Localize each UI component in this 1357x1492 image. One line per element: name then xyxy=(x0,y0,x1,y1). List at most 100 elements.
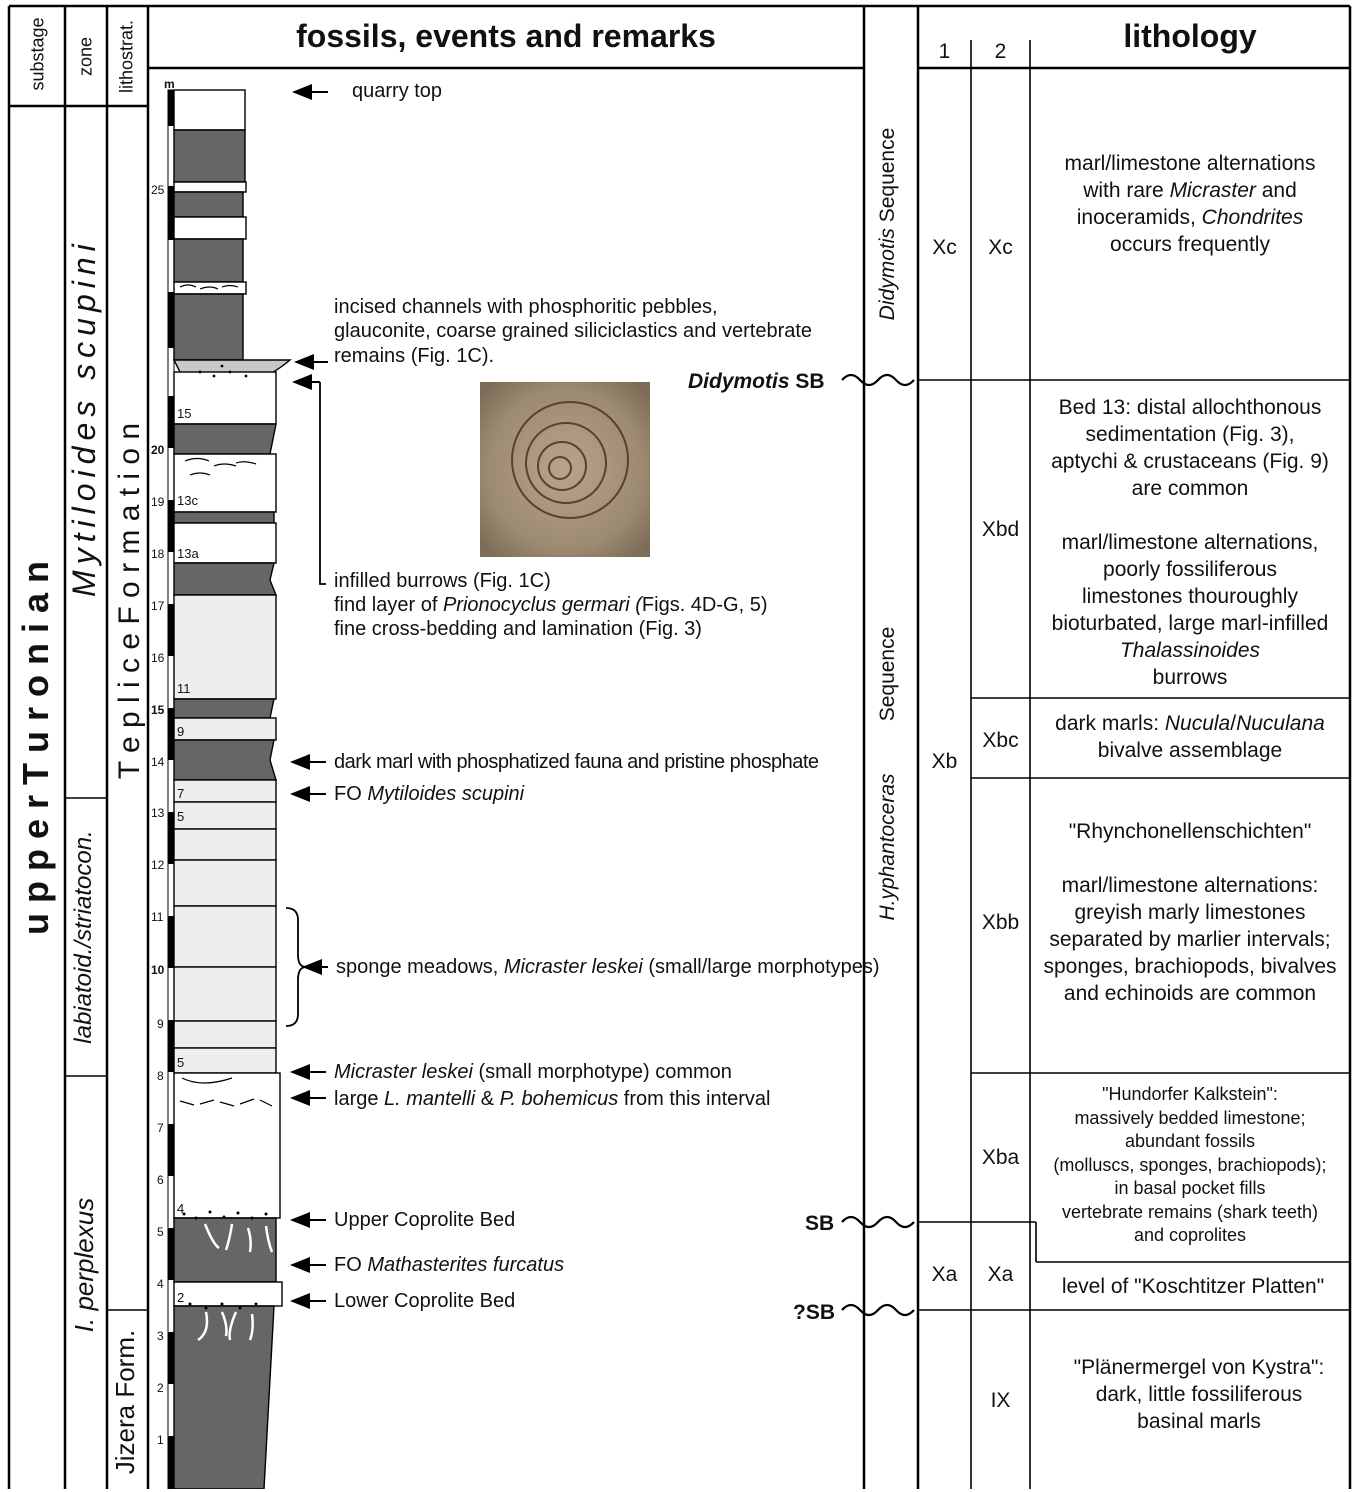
lithology-line: "Plänermergel von Kystra": xyxy=(1073,1356,1325,1379)
lithology-xbb: "Rhynchonellenschichten" marl/limestone … xyxy=(1034,818,1346,1007)
unit-col2-xc: Xc xyxy=(988,236,1013,259)
header-col1: 1 xyxy=(938,40,951,63)
remark-channels-line3: remains (Fig. 1C). xyxy=(334,345,495,367)
remark-prionocyclus-a: find layer of xyxy=(334,594,443,616)
remark-prionocyclus-b: Prionocyclus germari ( xyxy=(442,594,642,616)
remark-lower-coprolite: Lower Coprolite Bed xyxy=(334,1290,516,1312)
remark-fo-scupini-a: FO xyxy=(334,783,368,805)
remark-fo-scupini-b: Mytiloides scupini xyxy=(367,783,525,805)
lithology-line: level of "Koschtitzer Platten" xyxy=(1061,1275,1325,1298)
tick-19: 19 xyxy=(151,495,165,509)
bed-label-15: 15 xyxy=(177,406,192,421)
lithology-line: with rare Micraster and xyxy=(1083,179,1297,202)
lithology-line: marl/limestone alternations, xyxy=(1061,531,1319,554)
lithology-line: poorly fossiliferous xyxy=(1103,558,1277,581)
unit-col2-xbc: Xbc xyxy=(982,729,1019,752)
bracket-lines xyxy=(285,382,326,1027)
tick-12: 12 xyxy=(151,858,165,872)
lithology-line: greyish marly limestones xyxy=(1074,901,1306,924)
substage-label: u p p e r T u r o n i a n xyxy=(15,561,56,936)
tick-13: 13 xyxy=(151,806,165,820)
header-col2: 2 xyxy=(994,40,1007,63)
unit-col1-xb: Xb xyxy=(931,750,958,773)
scale-bar xyxy=(167,89,175,1489)
burrow-traces xyxy=(197,1223,274,1342)
tick-9: 9 xyxy=(157,1017,164,1031)
tick-20: 20 xyxy=(151,443,165,457)
lithology-line: dark marls: Nucula/Nuculana xyxy=(1055,712,1325,735)
scale-unit: m xyxy=(164,77,175,91)
remark-quarry-top: quarry top xyxy=(352,80,443,102)
lithology-line: massively bedded limestone; xyxy=(1074,1107,1306,1128)
remark-prionocyclus-c: Figs. 4D-G, 5) xyxy=(641,594,768,616)
zone-labiatoid: labiatoid./striatocon. xyxy=(70,830,97,1044)
lithology-line: and coprolites xyxy=(1133,1225,1247,1245)
lithology-line: basinal marls xyxy=(1137,1410,1261,1433)
unit-col2-xbb: Xbb xyxy=(981,911,1020,934)
remark-fo-furcatus-b: Mathasterites furcatus xyxy=(367,1254,565,1276)
lithology-line: vertebrate remains (shark teeth) xyxy=(1061,1201,1319,1222)
remark-prionocyclus: find layer of Prionocyclus germari (Figs… xyxy=(334,593,767,617)
table-frame xyxy=(7,4,1352,1489)
boundary-didymotis-a: Didymotis xyxy=(688,370,790,393)
zone-perplexus: I. perplexus xyxy=(69,1197,99,1333)
remark-cross-bedding: fine cross-bedding and lamination (Fig. … xyxy=(334,618,702,640)
lithology-line: "Rhynchonellenschichten" xyxy=(1068,820,1312,843)
header-substage: substage xyxy=(27,17,48,91)
lithology-line: bioturbated, large marl-infilled xyxy=(1051,612,1329,635)
remark-sponge: sponge meadows, Micraster leskei (small/… xyxy=(336,955,880,979)
header-remarks: fossils, events and remarks xyxy=(296,18,716,54)
unit-col2-ix: IX xyxy=(990,1389,1011,1412)
lithology-line: limestones thouroughly xyxy=(1082,585,1298,608)
bed-label-13a: 13a xyxy=(177,546,199,561)
bed-label-5-upper: 5 xyxy=(177,809,185,824)
remark-micraster-b: (small morphotype) common xyxy=(472,1061,732,1083)
unit-col1-xa: Xa xyxy=(931,1263,958,1286)
lithology-line: inoceramids, Chondrites xyxy=(1076,206,1304,229)
remark-large-b: L. mantelli xyxy=(384,1088,476,1110)
lithology-line xyxy=(1034,845,1346,872)
unit-col2-xa: Xa xyxy=(987,1263,1014,1286)
bed-label-5-lower: 5 xyxy=(177,1055,185,1070)
remark-fo-furcatus: FO Mathasterites furcatus xyxy=(334,1253,564,1277)
remark-channels-line1: incised channels with phosphoritic pebbl… xyxy=(334,296,718,318)
bed-label-13c: 13c xyxy=(177,493,198,508)
header-lithostrat: lithostrat. xyxy=(116,19,137,94)
sequence-didymotis-a: Didymotis xyxy=(876,228,899,321)
bed-label-2: 2 xyxy=(177,1290,185,1305)
tick-25: 25 xyxy=(151,183,165,197)
zone-scupini: Mytiloides scupini xyxy=(66,238,102,597)
lithology-line: are common xyxy=(1131,477,1249,500)
lithology-line: in basal pocket fills xyxy=(1114,1178,1266,1198)
lithology-line: dark, little fossiliferous xyxy=(1095,1383,1303,1406)
tick-17: 17 xyxy=(151,599,165,613)
lithology-line: abundant fossils xyxy=(1124,1131,1256,1151)
lithology-line: occurs frequently xyxy=(1110,233,1270,256)
sequence-didymotis: Didymotis Sequence xyxy=(876,94,906,354)
remark-large-a: large xyxy=(334,1088,385,1110)
bed-label-9: 9 xyxy=(177,724,185,739)
boundary-didymotis-sb: Didymotis SB xyxy=(688,370,825,394)
lithology-line: marl/limestone alternations: xyxy=(1061,874,1319,897)
tick-5: 5 xyxy=(157,1225,164,1239)
remark-fo-furcatus-a: FO xyxy=(334,1254,368,1276)
remark-fo-scupini: FO Mytiloides scupini xyxy=(334,782,524,806)
remark-large-mantelli: large L. mantelli & P. bohemicus from th… xyxy=(334,1087,771,1111)
column-dividers xyxy=(65,40,1350,1489)
tick-4: 4 xyxy=(157,1277,164,1291)
boundary-qsb: ?SB xyxy=(793,1301,835,1324)
tick-7: 7 xyxy=(157,1121,164,1135)
tick-16: 16 xyxy=(151,651,165,665)
remark-sponge-c: (small/large morphotypes) xyxy=(642,956,880,978)
lithology-line: sponges, brachiopods, bivalves xyxy=(1043,955,1337,978)
lithologic-column xyxy=(172,89,292,1489)
lithology-line xyxy=(1034,502,1346,529)
tick-15: 15 xyxy=(151,703,165,717)
sb-squiggles xyxy=(841,373,915,1317)
lithology-line: Thalassinoides xyxy=(1119,639,1261,662)
header-lithology: lithology xyxy=(1123,18,1257,54)
lithology-line: burrows xyxy=(1152,666,1228,689)
lithology-xba: "Hundorfer Kalkstein":massively bedded l… xyxy=(1034,1083,1346,1248)
remark-large-e: from this interval xyxy=(618,1088,771,1110)
